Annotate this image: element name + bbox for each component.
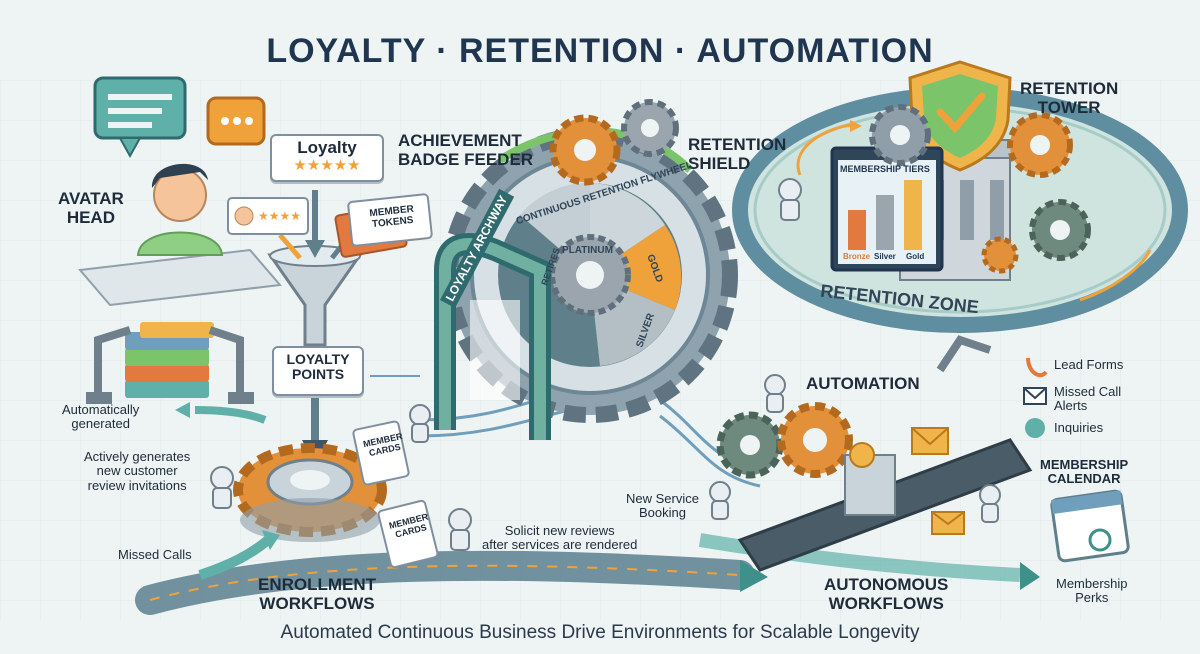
label-automation: AUTOMATION	[806, 374, 920, 393]
loyalty-points-text: LOYALTY POINTS	[286, 351, 350, 383]
tier-bar-bronze: Bronze	[843, 252, 871, 261]
label-automatically-generated: Automatically generated	[62, 402, 140, 432]
diagram-footer: Automated Continuous Business Drive Envi…	[280, 622, 920, 643]
review-card: ★★★★	[227, 197, 309, 235]
gear-icon	[716, 402, 853, 479]
calendar-icon	[1050, 489, 1130, 563]
loyalty-sign-text: Loyalty	[297, 138, 357, 157]
label-membership-calendar: MEMBERSHIP CALENDAR	[1040, 457, 1129, 487]
svg-text:★★★★: ★★★★	[258, 209, 301, 223]
path-arrow	[740, 560, 768, 592]
loyalty-archway	[434, 233, 551, 440]
label-new-service-booking: New Service Booking	[626, 491, 699, 521]
loyalty-points-sign: LOYALTY POINTS	[272, 346, 364, 396]
label-enrollment-workflows: ENROLLMENT WORKFLOWS	[258, 575, 377, 613]
label-retention-shield: RETENTION SHIELD	[688, 135, 787, 173]
label-avatar-head: AVATAR HEAD	[58, 189, 124, 227]
label-membership-perks: Membership Perks	[1056, 576, 1128, 606]
label-achievement-badge-feeder: ACHIEVEMENT BADGE FEEDER	[398, 131, 534, 169]
label-lead-forms: Lead Forms	[1054, 357, 1124, 372]
chat-bubble-icon	[93, 76, 266, 159]
conveyor-belt	[737, 335, 1033, 572]
tier-bar-gold: Gold	[906, 252, 925, 261]
star-icon: ★★★★★	[293, 156, 361, 174]
phone-icon	[1026, 357, 1048, 378]
gear-icon	[233, 443, 387, 542]
member-cards	[352, 420, 439, 569]
membership-tiers-title: MEMBERSHIP TIERS	[840, 164, 930, 174]
automated-card-stack	[86, 322, 254, 404]
member-tokens-cards	[334, 193, 433, 258]
chat-bubble-icon	[1025, 418, 1045, 438]
label-actively-generates: Actively generates new customer review i…	[84, 449, 191, 493]
loyalty-sign: Loyalty ★★★★★	[270, 134, 384, 182]
label-missed-calls: Missed Calls	[118, 547, 192, 562]
gear-icon	[869, 104, 1091, 274]
label-autonomous-workflows: AUTONOMOUS WORKFLOWS	[824, 575, 949, 613]
shield-check-icon	[908, 60, 1012, 172]
gear-icon	[549, 99, 679, 186]
label-missed-call-alerts: Missed Call Alerts	[1054, 384, 1122, 414]
envelope-icon	[1023, 387, 1047, 405]
avatar-head	[78, 163, 282, 307]
label-solicit-reviews: Solicit new reviews after services are r…	[482, 523, 638, 553]
label-inquiries: Inquiries	[1054, 420, 1104, 435]
flow-arrows	[175, 375, 420, 580]
tier-bar-silver: Silver	[874, 252, 896, 261]
robot-icon	[210, 178, 1001, 551]
member-tokens-sign: MEMBER TOKENS	[368, 203, 415, 231]
tier-platinum: PLATINUM	[562, 245, 613, 256]
diagram-title: LOYALTY · RETENTION · AUTOMATION	[266, 32, 934, 70]
label-retention-tower: RETENTION TOWER	[1020, 79, 1119, 117]
coin-icon	[849, 442, 875, 468]
